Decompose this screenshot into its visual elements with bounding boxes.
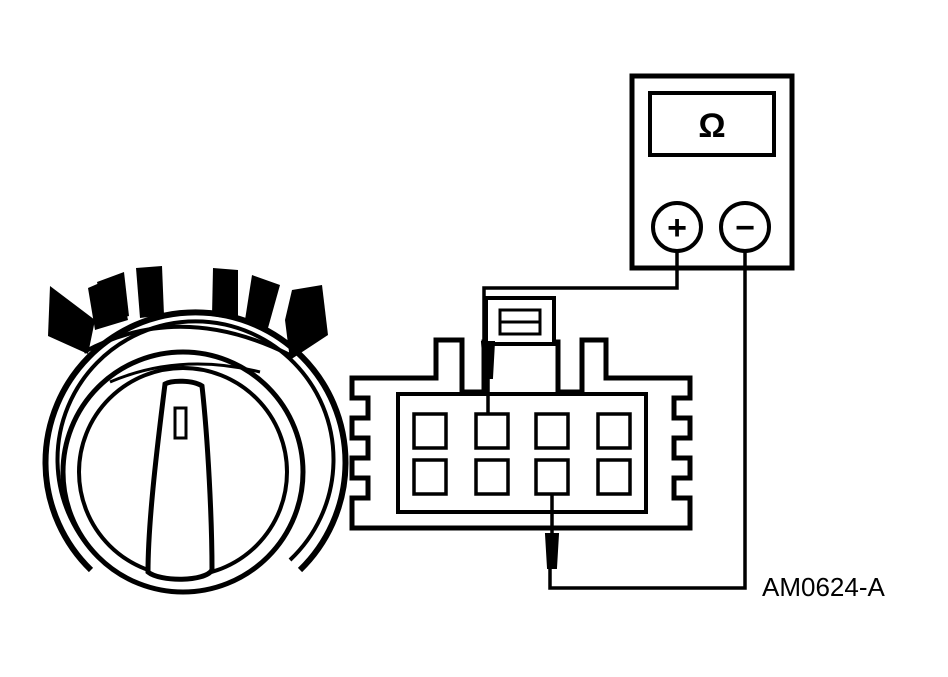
probe-tip-icon [480, 341, 560, 569]
positive-probe [480, 341, 496, 379]
meter-display-symbol: Ω [698, 107, 725, 145]
figure-reference-code: AM0624-A [762, 572, 885, 602]
test-leads [482, 251, 747, 590]
terminal-6 [474, 458, 510, 496]
negative-lead [548, 251, 747, 590]
terminal-8 [596, 458, 632, 496]
rotary-knob-icon [42, 266, 349, 595]
terminal-2 [474, 412, 510, 450]
connector-icon [349, 296, 693, 531]
terminal-1 [412, 412, 448, 450]
negative-terminal-symbol: − [735, 209, 755, 247]
negative-probe [544, 533, 560, 569]
terminal-4 [596, 412, 632, 450]
terminal-3 [534, 412, 570, 450]
terminal-5 [412, 458, 448, 496]
positive-terminal-symbol: + [667, 209, 687, 247]
positive-lead [482, 251, 679, 346]
terminal-7 [534, 458, 570, 496]
terminal-grid [412, 412, 632, 496]
ohmmeter-icon: Ω + − [629, 73, 795, 271]
rotation-arrows-icon [48, 266, 328, 360]
